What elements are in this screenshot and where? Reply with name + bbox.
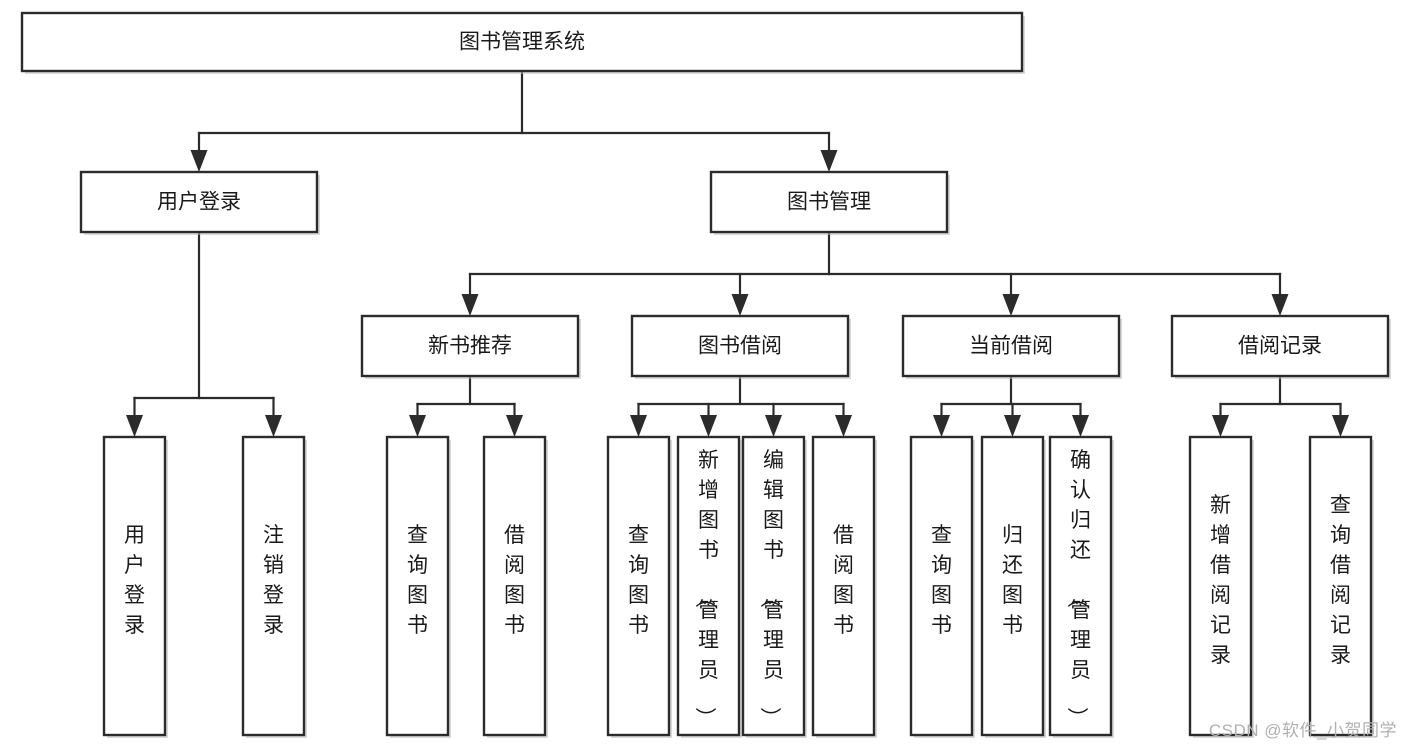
node-label: 新增借阅记录 bbox=[1210, 494, 1231, 667]
node-box[interactable] bbox=[482, 435, 547, 737]
node-box[interactable] bbox=[811, 435, 876, 737]
node-current-borrow[interactable]: 当前借阅 bbox=[901, 314, 1122, 379]
node-leaf-query-book-2[interactable]: 查询图书 bbox=[606, 435, 672, 738]
node-leaf-user-login[interactable]: 用户登录 bbox=[102, 435, 168, 738]
node-label: 查询图书 bbox=[628, 524, 649, 637]
node-label: 新增图书（管理员） bbox=[693, 449, 719, 728]
arrow-head-icon bbox=[820, 150, 838, 172]
node-leaf-query-record[interactable]: 查询借阅记录 bbox=[1308, 435, 1374, 738]
arrow-head-icon bbox=[933, 415, 950, 437]
node-label: 借阅图书 bbox=[833, 524, 854, 637]
node-box[interactable] bbox=[360, 314, 580, 378]
arrow-head-icon bbox=[835, 415, 852, 437]
node-leaf-query-book-3[interactable]: 查询图书 bbox=[909, 435, 975, 738]
node-label: 用户登录 bbox=[157, 191, 241, 214]
node-box[interactable] bbox=[241, 435, 306, 737]
node-label: 查询借阅记录 bbox=[1330, 494, 1351, 667]
node-label: 图书管理 bbox=[787, 191, 871, 214]
node-leaf-return-book[interactable]: 归还图书 bbox=[980, 435, 1046, 738]
connector-group bbox=[190, 69, 838, 172]
node-leaf-borrow-book-2[interactable]: 借阅图书 bbox=[811, 435, 877, 738]
connector-group bbox=[933, 374, 1089, 437]
node-label: 编辑图书（管理员） bbox=[758, 449, 784, 728]
node-box[interactable] bbox=[1170, 314, 1390, 378]
arrow-head-icon bbox=[731, 294, 749, 316]
node-label: 注销登录 bbox=[263, 524, 284, 637]
arrow-head-icon bbox=[630, 415, 647, 437]
node-box[interactable] bbox=[741, 435, 806, 737]
node-box[interactable] bbox=[630, 314, 850, 378]
connector-group bbox=[409, 374, 523, 437]
node-box[interactable] bbox=[709, 170, 949, 234]
node-box[interactable] bbox=[1188, 435, 1253, 737]
connector-layer bbox=[126, 69, 1349, 437]
connector-group bbox=[126, 230, 282, 437]
connector-group bbox=[1212, 374, 1349, 437]
node-label: 图书借阅 bbox=[698, 335, 782, 358]
node-box[interactable] bbox=[980, 435, 1045, 737]
arrow-head-icon bbox=[700, 415, 717, 437]
node-user-login[interactable]: 用户登录 bbox=[79, 170, 320, 235]
node-box[interactable] bbox=[1308, 435, 1373, 737]
node-box[interactable] bbox=[79, 170, 319, 234]
node-leaf-add-book[interactable]: 新增图书（管理员） bbox=[676, 435, 742, 738]
arrow-head-icon bbox=[1271, 294, 1289, 316]
node-book-borrow[interactable]: 图书借阅 bbox=[630, 314, 851, 379]
arrow-head-icon bbox=[1072, 415, 1089, 437]
arrow-head-icon bbox=[765, 415, 782, 437]
node-box[interactable] bbox=[909, 435, 974, 737]
arrow-head-icon bbox=[1332, 415, 1349, 437]
connector-group bbox=[630, 374, 852, 437]
node-borrow-record[interactable]: 借阅记录 bbox=[1170, 314, 1391, 379]
arrow-head-icon bbox=[126, 415, 143, 437]
node-label: 确认归还（管理员） bbox=[1065, 449, 1091, 728]
node-label: 归还图书 bbox=[1002, 524, 1023, 637]
node-box[interactable] bbox=[901, 314, 1121, 378]
node-leaf-query-book-1[interactable]: 查询图书 bbox=[385, 435, 451, 738]
node-layer: 图书管理系统用户登录图书管理新书推荐图书借阅当前借阅借阅记录用户登录注销登录查询… bbox=[20, 11, 1391, 738]
node-box[interactable] bbox=[385, 435, 450, 737]
arrow-head-icon bbox=[190, 150, 208, 172]
node-new-book-rec[interactable]: 新书推荐 bbox=[360, 314, 581, 379]
node-label: 图书管理系统 bbox=[459, 31, 585, 54]
arrow-head-icon bbox=[409, 415, 426, 437]
node-label: 查询图书 bbox=[931, 524, 952, 637]
node-label: 查询图书 bbox=[407, 524, 428, 637]
node-label: 当前借阅 bbox=[969, 335, 1053, 358]
node-label: 借阅记录 bbox=[1238, 335, 1322, 358]
arrow-head-icon bbox=[461, 294, 479, 316]
connector-group bbox=[461, 230, 1289, 316]
arrow-head-icon bbox=[1002, 294, 1020, 316]
arrow-head-icon bbox=[1212, 415, 1229, 437]
arrow-head-icon bbox=[506, 415, 523, 437]
node-leaf-confirm-return[interactable]: 确认归还（管理员） bbox=[1048, 435, 1114, 738]
node-box[interactable] bbox=[20, 11, 1024, 73]
node-leaf-edit-book[interactable]: 编辑图书（管理员） bbox=[741, 435, 807, 738]
node-box[interactable] bbox=[1048, 435, 1113, 737]
arrow-head-icon bbox=[265, 415, 282, 437]
node-box[interactable] bbox=[676, 435, 741, 737]
arrow-head-icon bbox=[1004, 415, 1021, 437]
node-box[interactable] bbox=[606, 435, 671, 737]
node-box[interactable] bbox=[102, 435, 167, 737]
node-leaf-logout[interactable]: 注销登录 bbox=[241, 435, 307, 738]
node-root[interactable]: 图书管理系统 bbox=[20, 11, 1025, 74]
node-label: 借阅图书 bbox=[504, 524, 525, 637]
node-label: 新书推荐 bbox=[428, 335, 512, 358]
node-label: 用户登录 bbox=[124, 524, 145, 637]
node-leaf-add-record[interactable]: 新增借阅记录 bbox=[1188, 435, 1254, 738]
node-book-manage[interactable]: 图书管理 bbox=[709, 170, 950, 235]
node-leaf-borrow-book-1[interactable]: 借阅图书 bbox=[482, 435, 548, 738]
